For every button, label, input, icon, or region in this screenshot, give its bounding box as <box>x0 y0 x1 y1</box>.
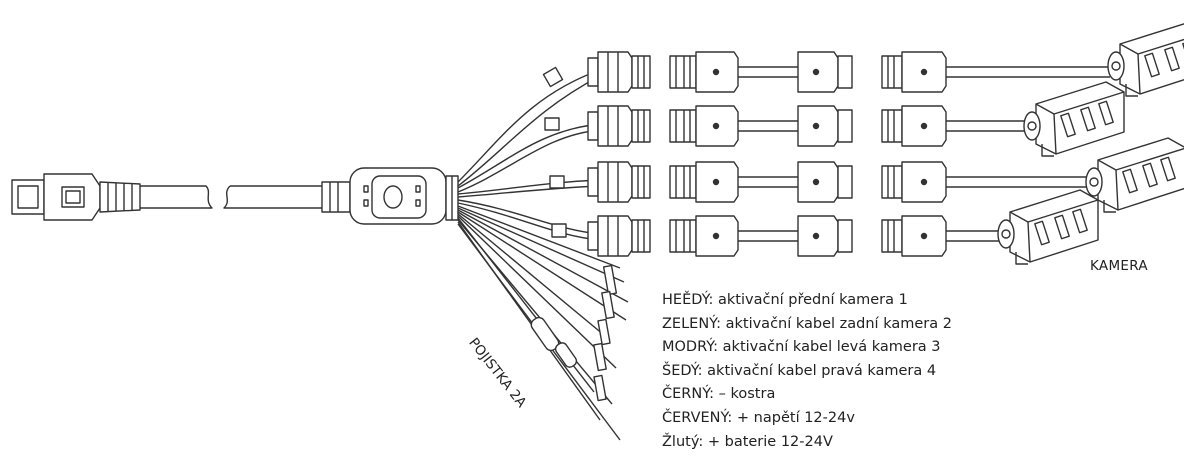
splitter-box <box>321 167 459 225</box>
camera-fanout-wires <box>457 69 601 241</box>
legend-item-grey: ŠEDÝ: aktivační kabel pravá kamera 4 <box>662 362 937 379</box>
legend-item-green: ZELENÝ: aktivační kabel zadní kamera 2 <box>662 315 952 332</box>
camera-4 <box>997 189 1099 265</box>
wire-color-legend: HEĚDÝ: aktivační přední kamera 1 ZELENÝ:… <box>662 289 952 454</box>
camera-label: KAMERA <box>1090 258 1148 274</box>
main-plug <box>11 173 141 221</box>
camera-cable-row-2 <box>587 81 1125 157</box>
fuse <box>530 316 578 368</box>
camera-2 <box>1023 81 1125 157</box>
wire-terminals <box>593 264 618 402</box>
camera-cable-row-4 <box>587 189 1099 265</box>
legend-item-red: ČERVENÝ: + napětí 12-24v <box>662 409 855 426</box>
camera-number-tags <box>542 66 567 238</box>
camera-3 <box>1085 137 1184 213</box>
camera-cable-row-1 <box>587 21 1184 97</box>
main-cable <box>140 185 330 209</box>
camera-1 <box>1107 21 1184 97</box>
camera-cable-row-3 <box>587 137 1184 213</box>
legend-item-yellow: Žlutý: + baterie 12-24V <box>662 433 833 450</box>
legend-item-brown: HEĚDÝ: aktivační přední kamera 1 <box>662 292 908 308</box>
legend-item-blue: MODRÝ: aktivační kabel levá kamera 3 <box>662 339 941 356</box>
legend-item-black: ČERNÝ: – kostra <box>662 386 776 403</box>
